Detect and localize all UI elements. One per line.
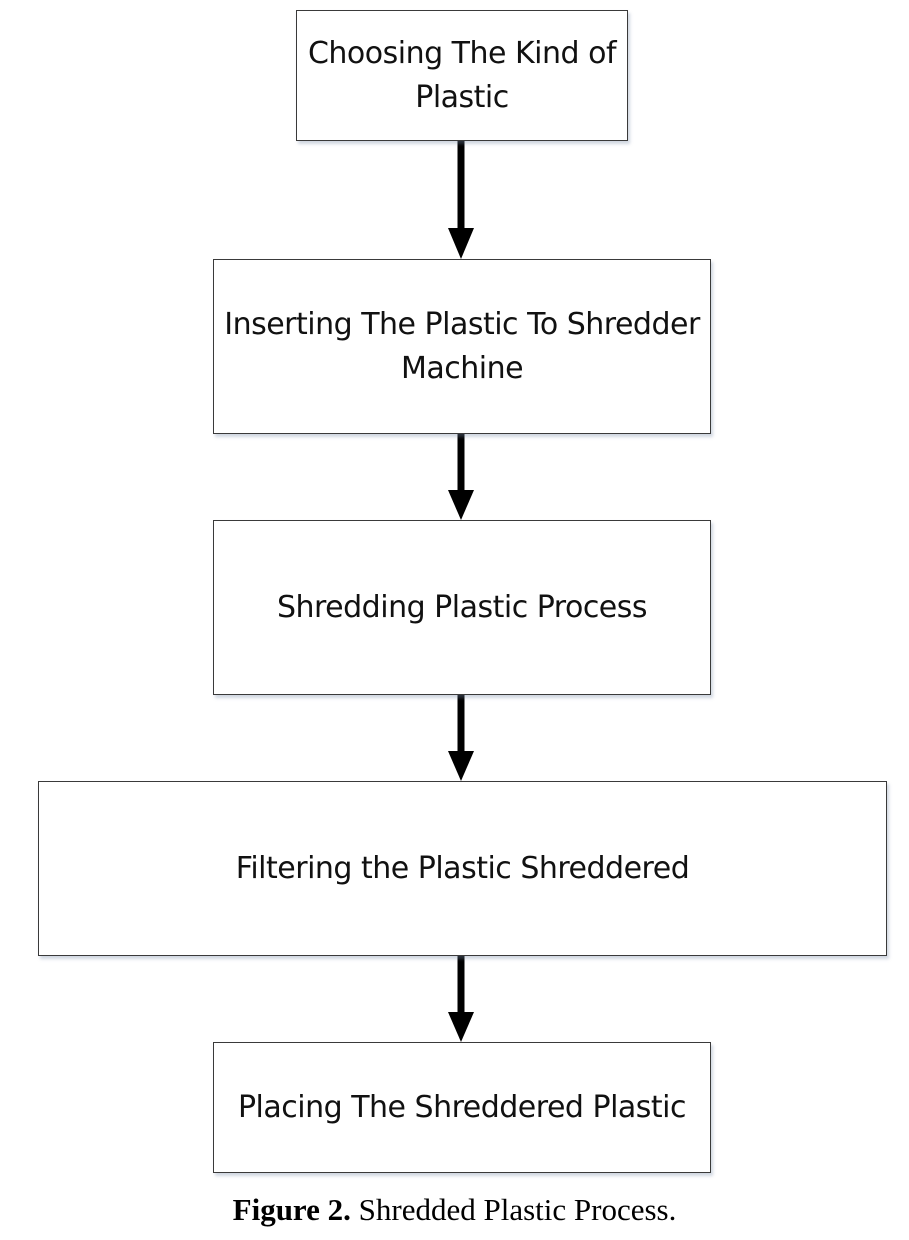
arrow-2-to-3 <box>448 434 474 520</box>
step-label: Placing The Shreddered Plastic <box>237 1089 687 1125</box>
step-placing-plastic-box: Placing The Shreddered Plastic <box>213 1042 711 1173</box>
arrow-4-to-5 <box>448 956 474 1042</box>
step-filtering-plastic-box: Filtering the Plastic Shreddered <box>38 781 887 956</box>
step-label: Shredding Plastic Process <box>276 589 648 625</box>
step-choosing-plastic-box: Choosing The Kind of Plastic <box>296 10 628 141</box>
step-shredding-process-box: Shredding Plastic Process <box>213 520 711 695</box>
figure-caption-text: Shredded Plastic Process. <box>358 1192 677 1227</box>
arrow-1-to-2 <box>448 141 474 259</box>
step-label: Inserting The Plastic To Shredder Machin… <box>224 306 700 386</box>
arrow-3-to-4 <box>448 695 474 781</box>
figure-caption-label: Figure 2. <box>232 1192 351 1227</box>
figure-caption: Figure 2. Shredded Plastic Process. <box>0 1192 909 1228</box>
step-inserting-plastic-box: Inserting The Plastic To Shredder Machin… <box>213 259 711 434</box>
step-label: Choosing The Kind of Plastic <box>307 35 617 115</box>
step-label: Filtering the Plastic Shreddered <box>235 850 690 886</box>
